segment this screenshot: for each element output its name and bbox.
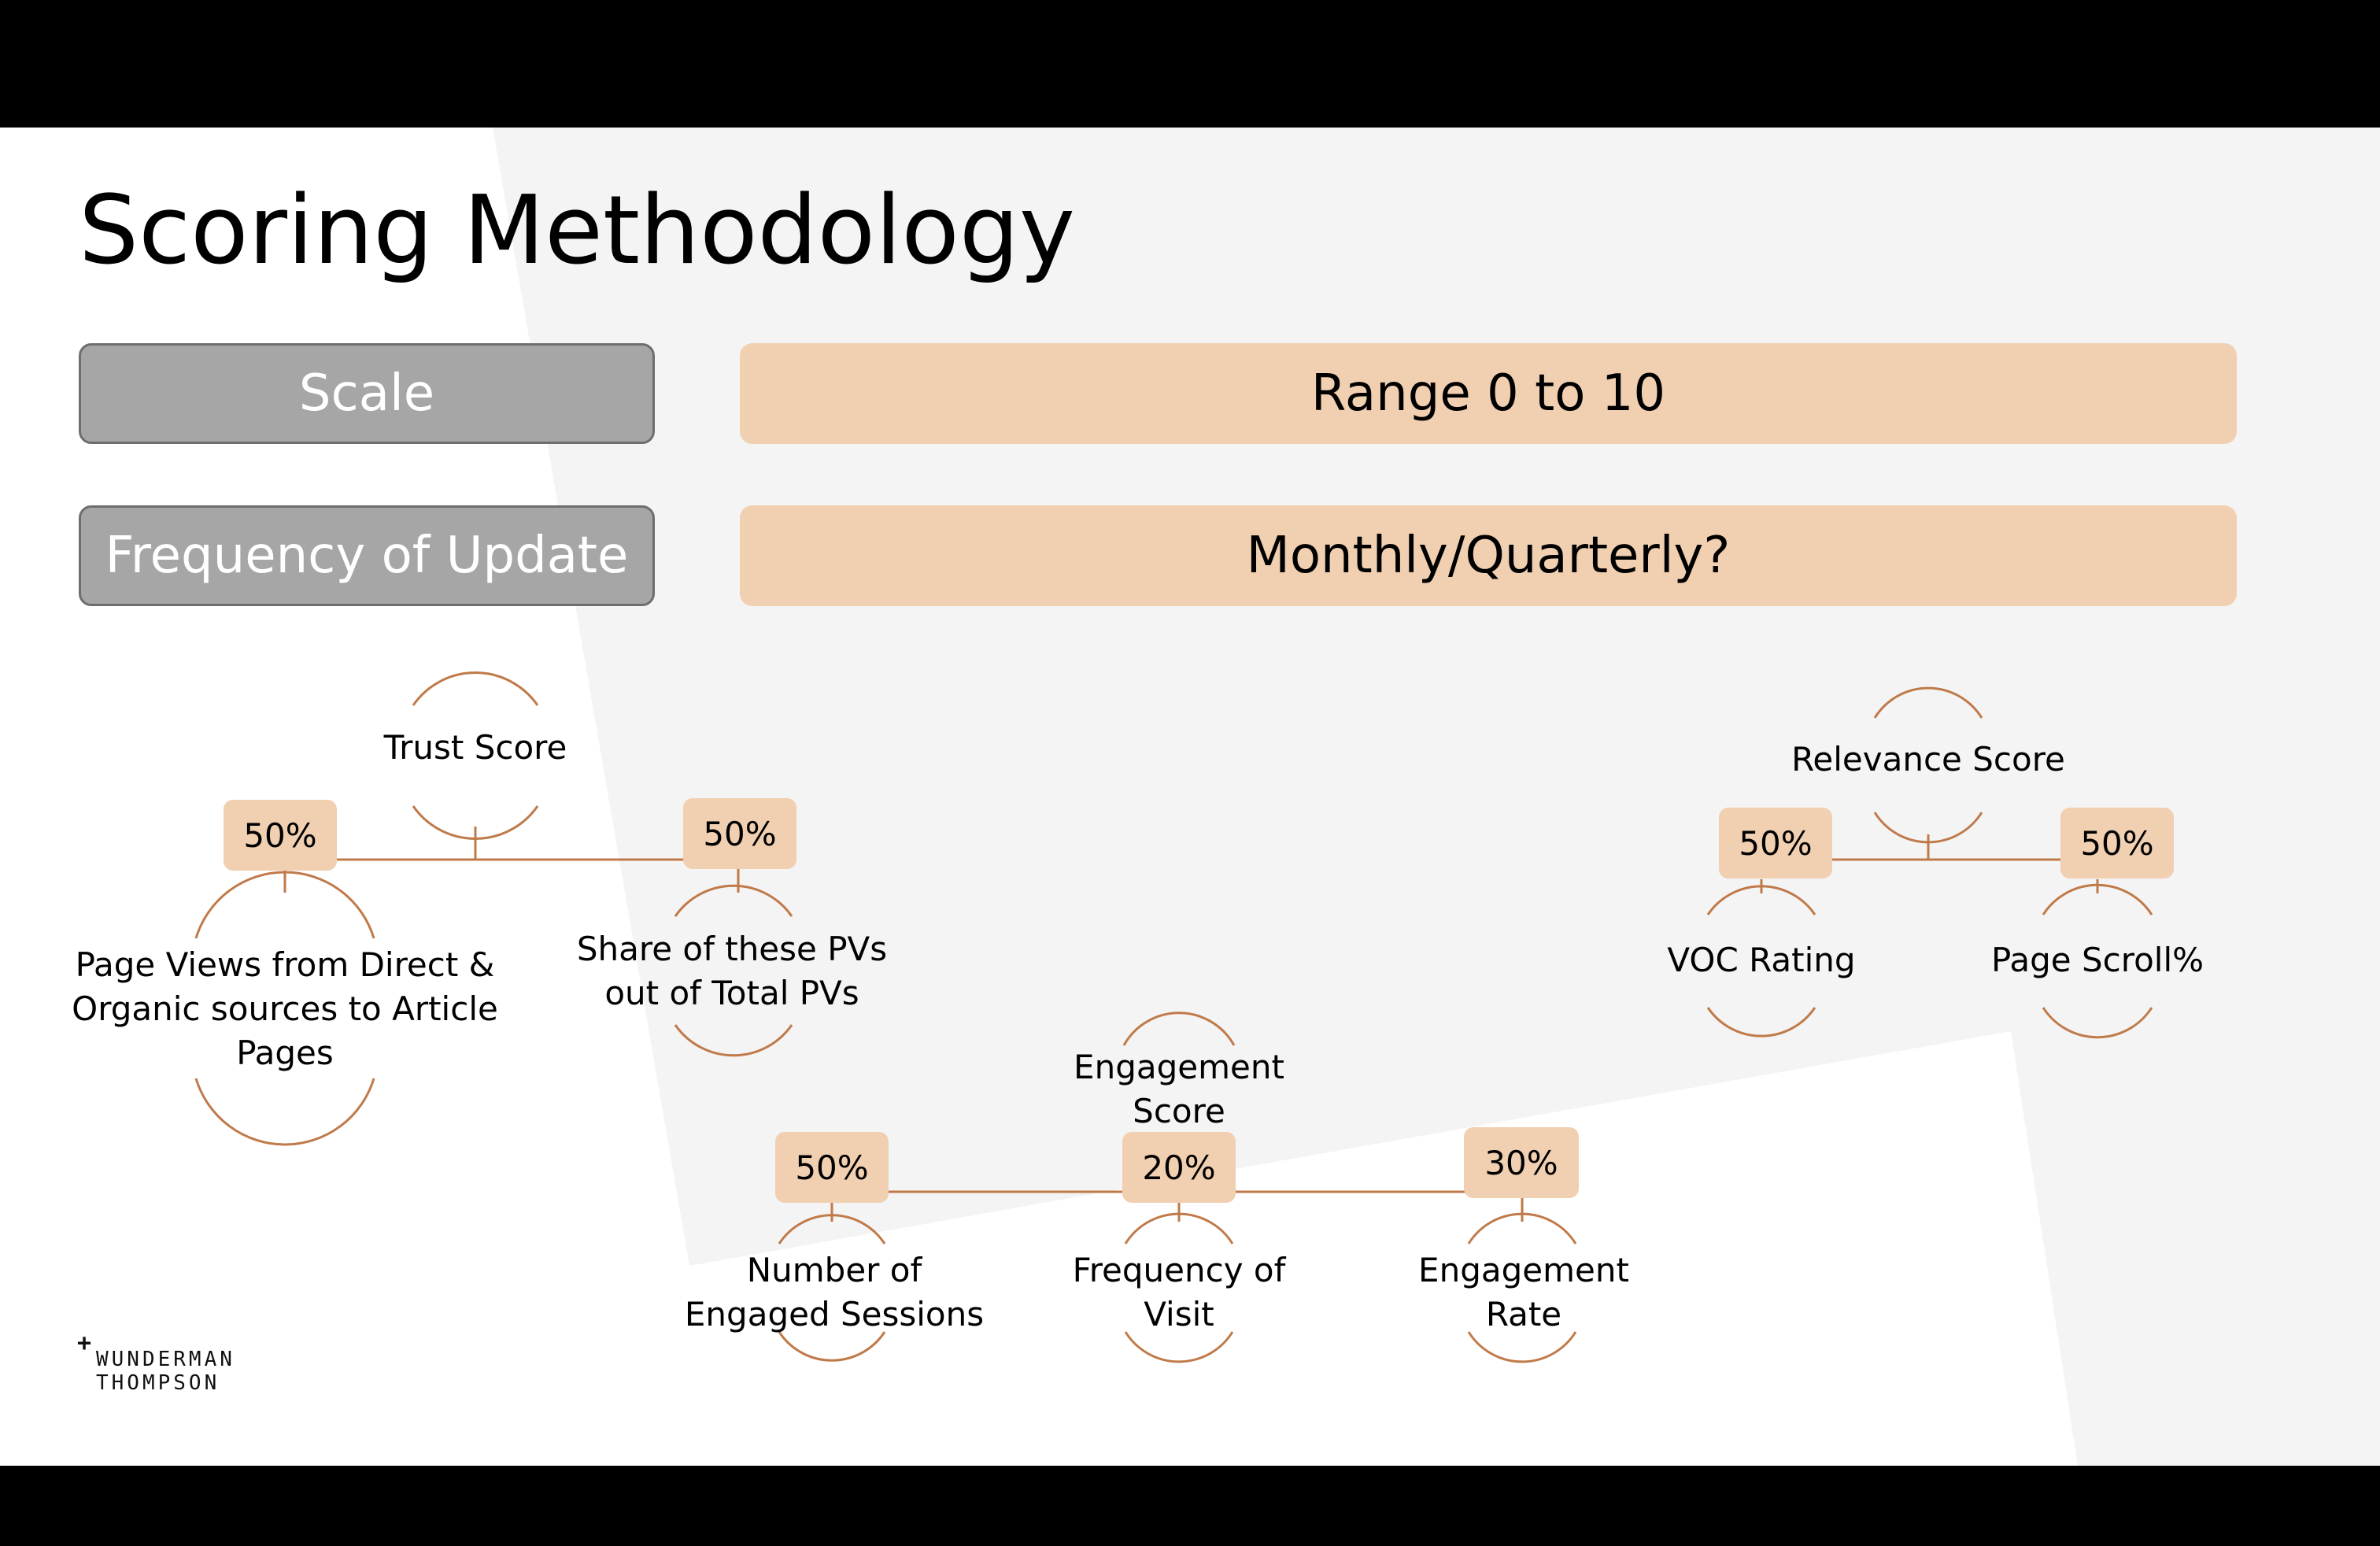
trust-score-arc-bottom — [412, 805, 539, 840]
slide: Scoring Methodology Scale Range 0 to 10 … — [0, 128, 2380, 1466]
frequency-arc-bottom — [1124, 1331, 1234, 1363]
page-title: Scoring Methodology — [79, 176, 1076, 286]
engagement-mid-percent: 20% — [1122, 1132, 1236, 1203]
engagement-right-percent: 30% — [1464, 1127, 1579, 1198]
trust-right-arc-bottom — [674, 1024, 793, 1057]
scroll-arc-bottom — [2042, 1007, 2153, 1039]
engagement-rate-arc-top — [1467, 1212, 1577, 1245]
logo-plus-mark: + — [77, 1330, 92, 1357]
engagement-score-arc-top — [1122, 1012, 1236, 1046]
background-shape — [493, 128, 2380, 1466]
voc-arc-top — [1706, 885, 1816, 915]
scale-value: Range 0 to 10 — [740, 343, 2237, 444]
trust-score-label: Trust Score — [383, 728, 567, 767]
engaged-sessions-label: Number of Engaged Sessions — [684, 1251, 985, 1333]
relevance-score-label: Relevance Score — [1791, 740, 2065, 779]
trust-left-metric: Page Views from Direct & Organic sources… — [72, 945, 498, 1072]
scale-label: Scale — [79, 343, 655, 444]
number-sessions-arc-top — [778, 1214, 886, 1245]
frequency-label: Frequency of Update — [79, 505, 655, 606]
logo-line-1: WUNDERMAN — [96, 1348, 235, 1371]
relevance-left-percent: 50% — [1719, 808, 1832, 878]
engagement-left-percent: 50% — [775, 1132, 889, 1203]
trust-left-arc-top — [194, 871, 375, 939]
engagement-score-label: Engagement Score — [1074, 1048, 1284, 1130]
scroll-arc-top — [2042, 883, 2153, 915]
frequency-arc-top — [1124, 1212, 1234, 1245]
engagement-rate-label: Engagement Rate — [1418, 1251, 1629, 1333]
relevance-score-arc-top — [1873, 686, 1983, 719]
trust-left-percent: 50% — [224, 800, 337, 871]
trust-right-percent: 50% — [683, 798, 796, 869]
trust-right-metric: Share of these PVs out of Total PVs — [576, 930, 888, 1012]
logo-line-2: THOMPSON — [96, 1371, 220, 1395]
trust-right-arc-top — [674, 884, 793, 917]
page-scroll-label: Page Scroll% — [1990, 941, 2204, 979]
trust-left-arc-bottom — [194, 1078, 375, 1146]
frequency-value: Monthly/Quarterly? — [740, 505, 2237, 606]
voc-rating-label: VOC Rating — [1667, 941, 1856, 979]
relevance-score-arc-bottom — [1873, 812, 1983, 844]
engagement-rate-arc-bottom — [1467, 1331, 1577, 1363]
voc-arc-bottom — [1706, 1007, 1816, 1037]
frequency-of-visit-label: Frequency of Visit — [1072, 1251, 1286, 1333]
wunderman-thompson-logo: + WUNDERMAN THOMPSON — [77, 1332, 235, 1396]
relevance-right-percent: 50% — [2060, 808, 2174, 878]
number-sessions-arc-bottom — [778, 1331, 886, 1362]
trust-score-arc-top — [412, 671, 539, 706]
